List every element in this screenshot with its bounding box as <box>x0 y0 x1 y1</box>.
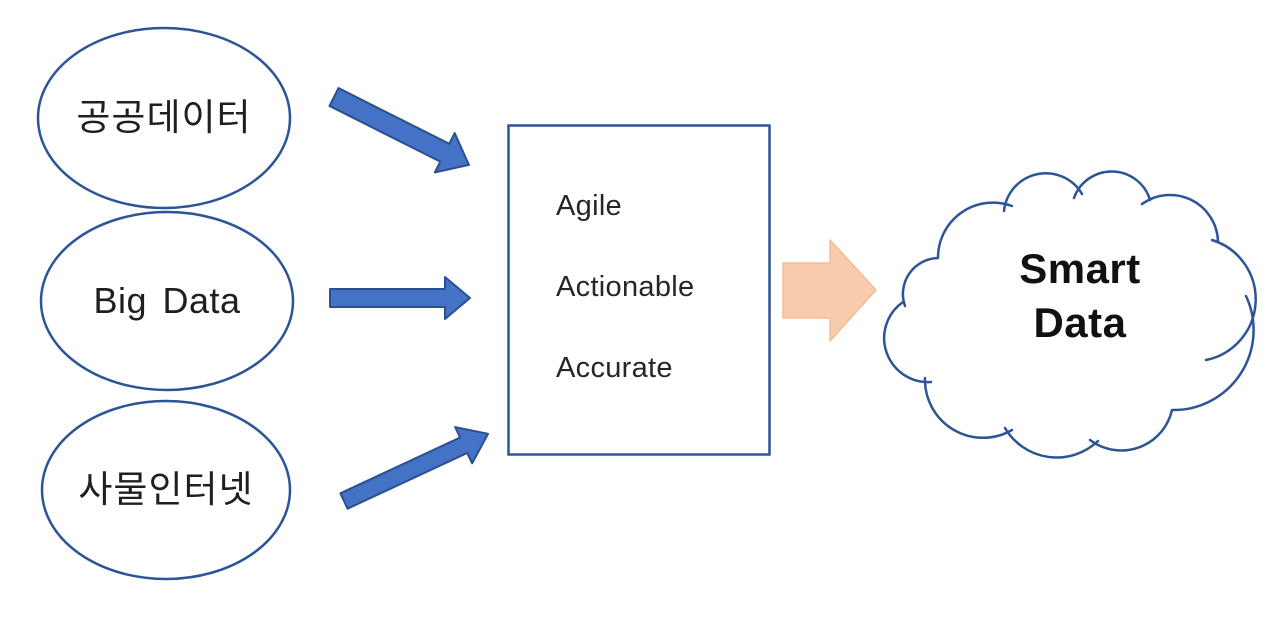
process-item-agile: Agile <box>556 190 622 222</box>
source-ellipse-iot <box>40 399 292 581</box>
process-box <box>507 124 771 456</box>
cloud-label-line1: Smart <box>1019 245 1141 292</box>
source-label-public-data: 공공데이터 <box>76 97 252 138</box>
process-item-accurate: Accurate <box>556 352 673 384</box>
arrow-box-to-cloud <box>782 239 877 342</box>
source-ellipse-public-data <box>36 26 292 210</box>
source-label-big-data: Big Data <box>93 280 241 321</box>
blue-arrows-group <box>328 87 490 510</box>
outline-shapes-group <box>36 26 1257 581</box>
peach-arrow-outline-group <box>782 239 877 342</box>
source-label-iot: 사물인터넷 <box>78 469 254 510</box>
blue-arrows-outline-group <box>328 87 490 510</box>
arrow-big-data-to-box <box>329 276 471 320</box>
source-ellipse-big-data <box>39 210 295 392</box>
process-item-actionable: Actionable <box>556 271 695 303</box>
arrow-iot-to-box <box>339 426 490 510</box>
arrow-public-data-to-box <box>328 87 470 174</box>
smart-data-cloud <box>882 170 1257 459</box>
cloud-label: Smart Data <box>930 242 1230 350</box>
cloud-label-line2: Data <box>1033 299 1127 346</box>
peach-arrow-group <box>782 239 877 342</box>
